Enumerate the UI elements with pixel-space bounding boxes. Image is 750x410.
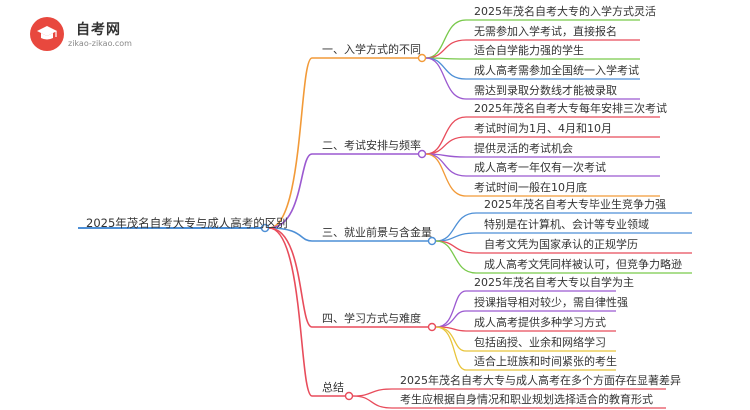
branch-topic: 四、学习方式与难度 bbox=[322, 312, 421, 325]
leaf-topic: 包括函授、业余和网络学习 bbox=[474, 336, 606, 349]
leaf-connector bbox=[425, 39, 467, 59]
leaf-topic: 2025年茂名自考大专每年安排三次考试 bbox=[474, 102, 667, 115]
branch-topic: 一、入学方式的不同 bbox=[322, 43, 421, 56]
branch-topic: 二、考试安排与频率 bbox=[322, 139, 421, 152]
branch-hub bbox=[417, 53, 427, 63]
leaf-topic: 自考文凭为国家承认的正规学历 bbox=[484, 238, 638, 251]
leaf-topic: 提供灵活的考试机会 bbox=[474, 142, 573, 155]
leaf-topic: 成人高考需参加全国统一入学考试 bbox=[474, 64, 639, 77]
leaf-topic: 考试时间一般在10月底 bbox=[474, 181, 587, 194]
leaf-connector bbox=[425, 153, 467, 197]
branch-hub bbox=[417, 149, 427, 159]
branch-topic: 总结 bbox=[322, 381, 344, 394]
leaf-connector bbox=[425, 57, 467, 80]
branch-hub bbox=[427, 236, 437, 246]
logo-url: zikao-zikao.com bbox=[68, 39, 132, 48]
leaf-topic: 授课指导相对较少，需自律性强 bbox=[474, 296, 628, 309]
branch-hub bbox=[427, 322, 437, 332]
leaf-connector bbox=[425, 116, 467, 155]
leaf-connector bbox=[352, 395, 393, 409]
leaf-topic: 2025年茂名自考大专以自学为主 bbox=[474, 276, 634, 289]
leaf-topic: 成人高考提供多种学习方式 bbox=[474, 316, 606, 329]
leaf-topic: 需达到录取分数线才能被录取 bbox=[474, 84, 617, 97]
leaf-connector bbox=[352, 388, 393, 397]
logo-title: 自考网 bbox=[76, 22, 121, 38]
leaf-connector bbox=[425, 57, 467, 100]
branch-connector bbox=[268, 227, 313, 242]
leaf-topic: 2025年茂名自考大专与成人高考在多个方面存在显著差异 bbox=[400, 374, 681, 387]
root-hub bbox=[260, 223, 270, 233]
branch-connector bbox=[268, 227, 313, 328]
leaf-connector bbox=[435, 326, 467, 371]
leaf-topic: 考试时间为1月、4月和10月 bbox=[474, 122, 612, 135]
site-logo[interactable]: 自考网 zikao-zikao.com bbox=[30, 15, 140, 55]
graduation-cap-icon bbox=[30, 17, 64, 51]
root-topic: 2025年茂名自考大专与成人高考的区别 bbox=[86, 216, 288, 230]
leaf-connector bbox=[425, 19, 467, 59]
leaf-topic: 2025年茂名自考大专毕业生竞争力强 bbox=[484, 198, 666, 211]
leaf-topic: 2025年茂名自考大专的入学方式灵活 bbox=[474, 5, 656, 18]
leaf-topic: 适合上班族和时间紧张的考生 bbox=[474, 355, 617, 368]
branch-hub bbox=[344, 391, 354, 401]
leaf-topic: 无需参加入学考试，直接报名 bbox=[474, 25, 617, 38]
leaf-connector bbox=[435, 240, 477, 274]
branch-connector bbox=[268, 227, 313, 397]
branch-connector bbox=[268, 57, 313, 229]
leaf-topic: 特别是在计算机、会计等专业领域 bbox=[484, 218, 649, 231]
leaf-topic: 成人高考文凭同样被认可，但竞争力略逊 bbox=[484, 258, 682, 271]
leaf-connector bbox=[435, 310, 467, 328]
branch-topic: 三、就业前景与含金量 bbox=[322, 226, 432, 239]
leaf-topic: 适合自学能力强的学生 bbox=[474, 44, 584, 57]
leaf-connector bbox=[435, 240, 477, 254]
leaf-topic: 成人高考一年仅有一次考试 bbox=[474, 161, 606, 174]
leaf-connector bbox=[425, 136, 467, 155]
leaf-topic: 考生应根据自身情况和职业规划选择适合的教育形式 bbox=[400, 393, 653, 406]
branch-connector bbox=[268, 153, 313, 229]
